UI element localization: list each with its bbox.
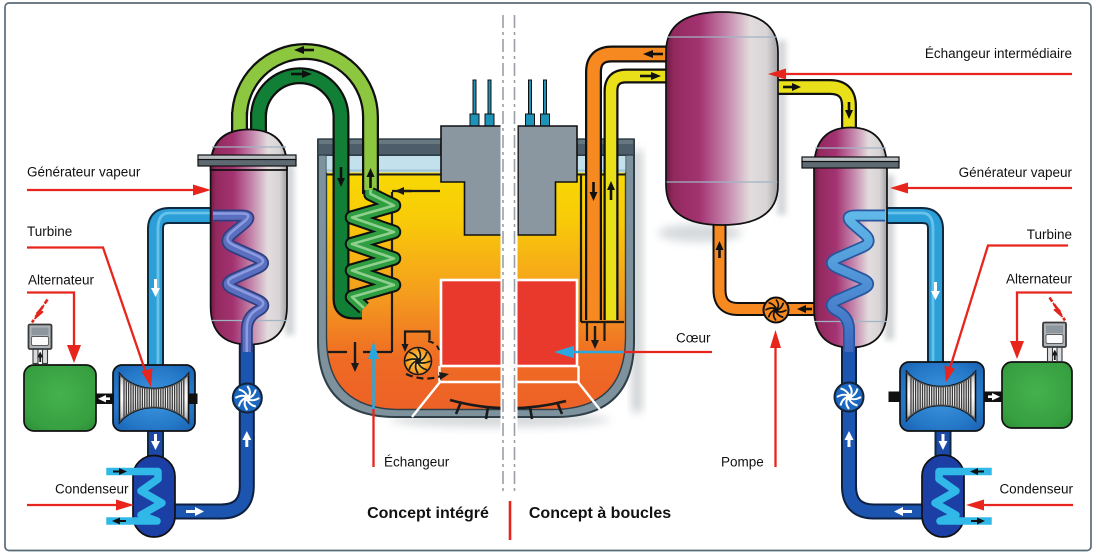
svg-text:Turbine: Turbine [27,224,72,239]
svg-text:Pompe: Pompe [721,455,764,470]
svg-text:Alternateur: Alternateur [1006,272,1073,287]
svg-text:Condenseur: Condenseur [999,482,1073,497]
svg-text:Cœur: Cœur [676,331,711,346]
svg-text:Concept à boucles: Concept à boucles [529,505,671,522]
svg-text:Échangeur: Échangeur [384,455,450,470]
svg-text:Alternateur: Alternateur [28,273,95,288]
svg-text:Échangeur intermédiaire: Échangeur intermédiaire [925,46,1072,61]
svg-text:Générateur vapeur: Générateur vapeur [959,165,1073,180]
svg-text:Turbine: Turbine [1027,227,1072,242]
svg-text:Concept intégré: Concept intégré [367,505,489,522]
svg-text:Condenseur: Condenseur [55,482,129,497]
svg-text:Générateur vapeur: Générateur vapeur [27,165,141,180]
